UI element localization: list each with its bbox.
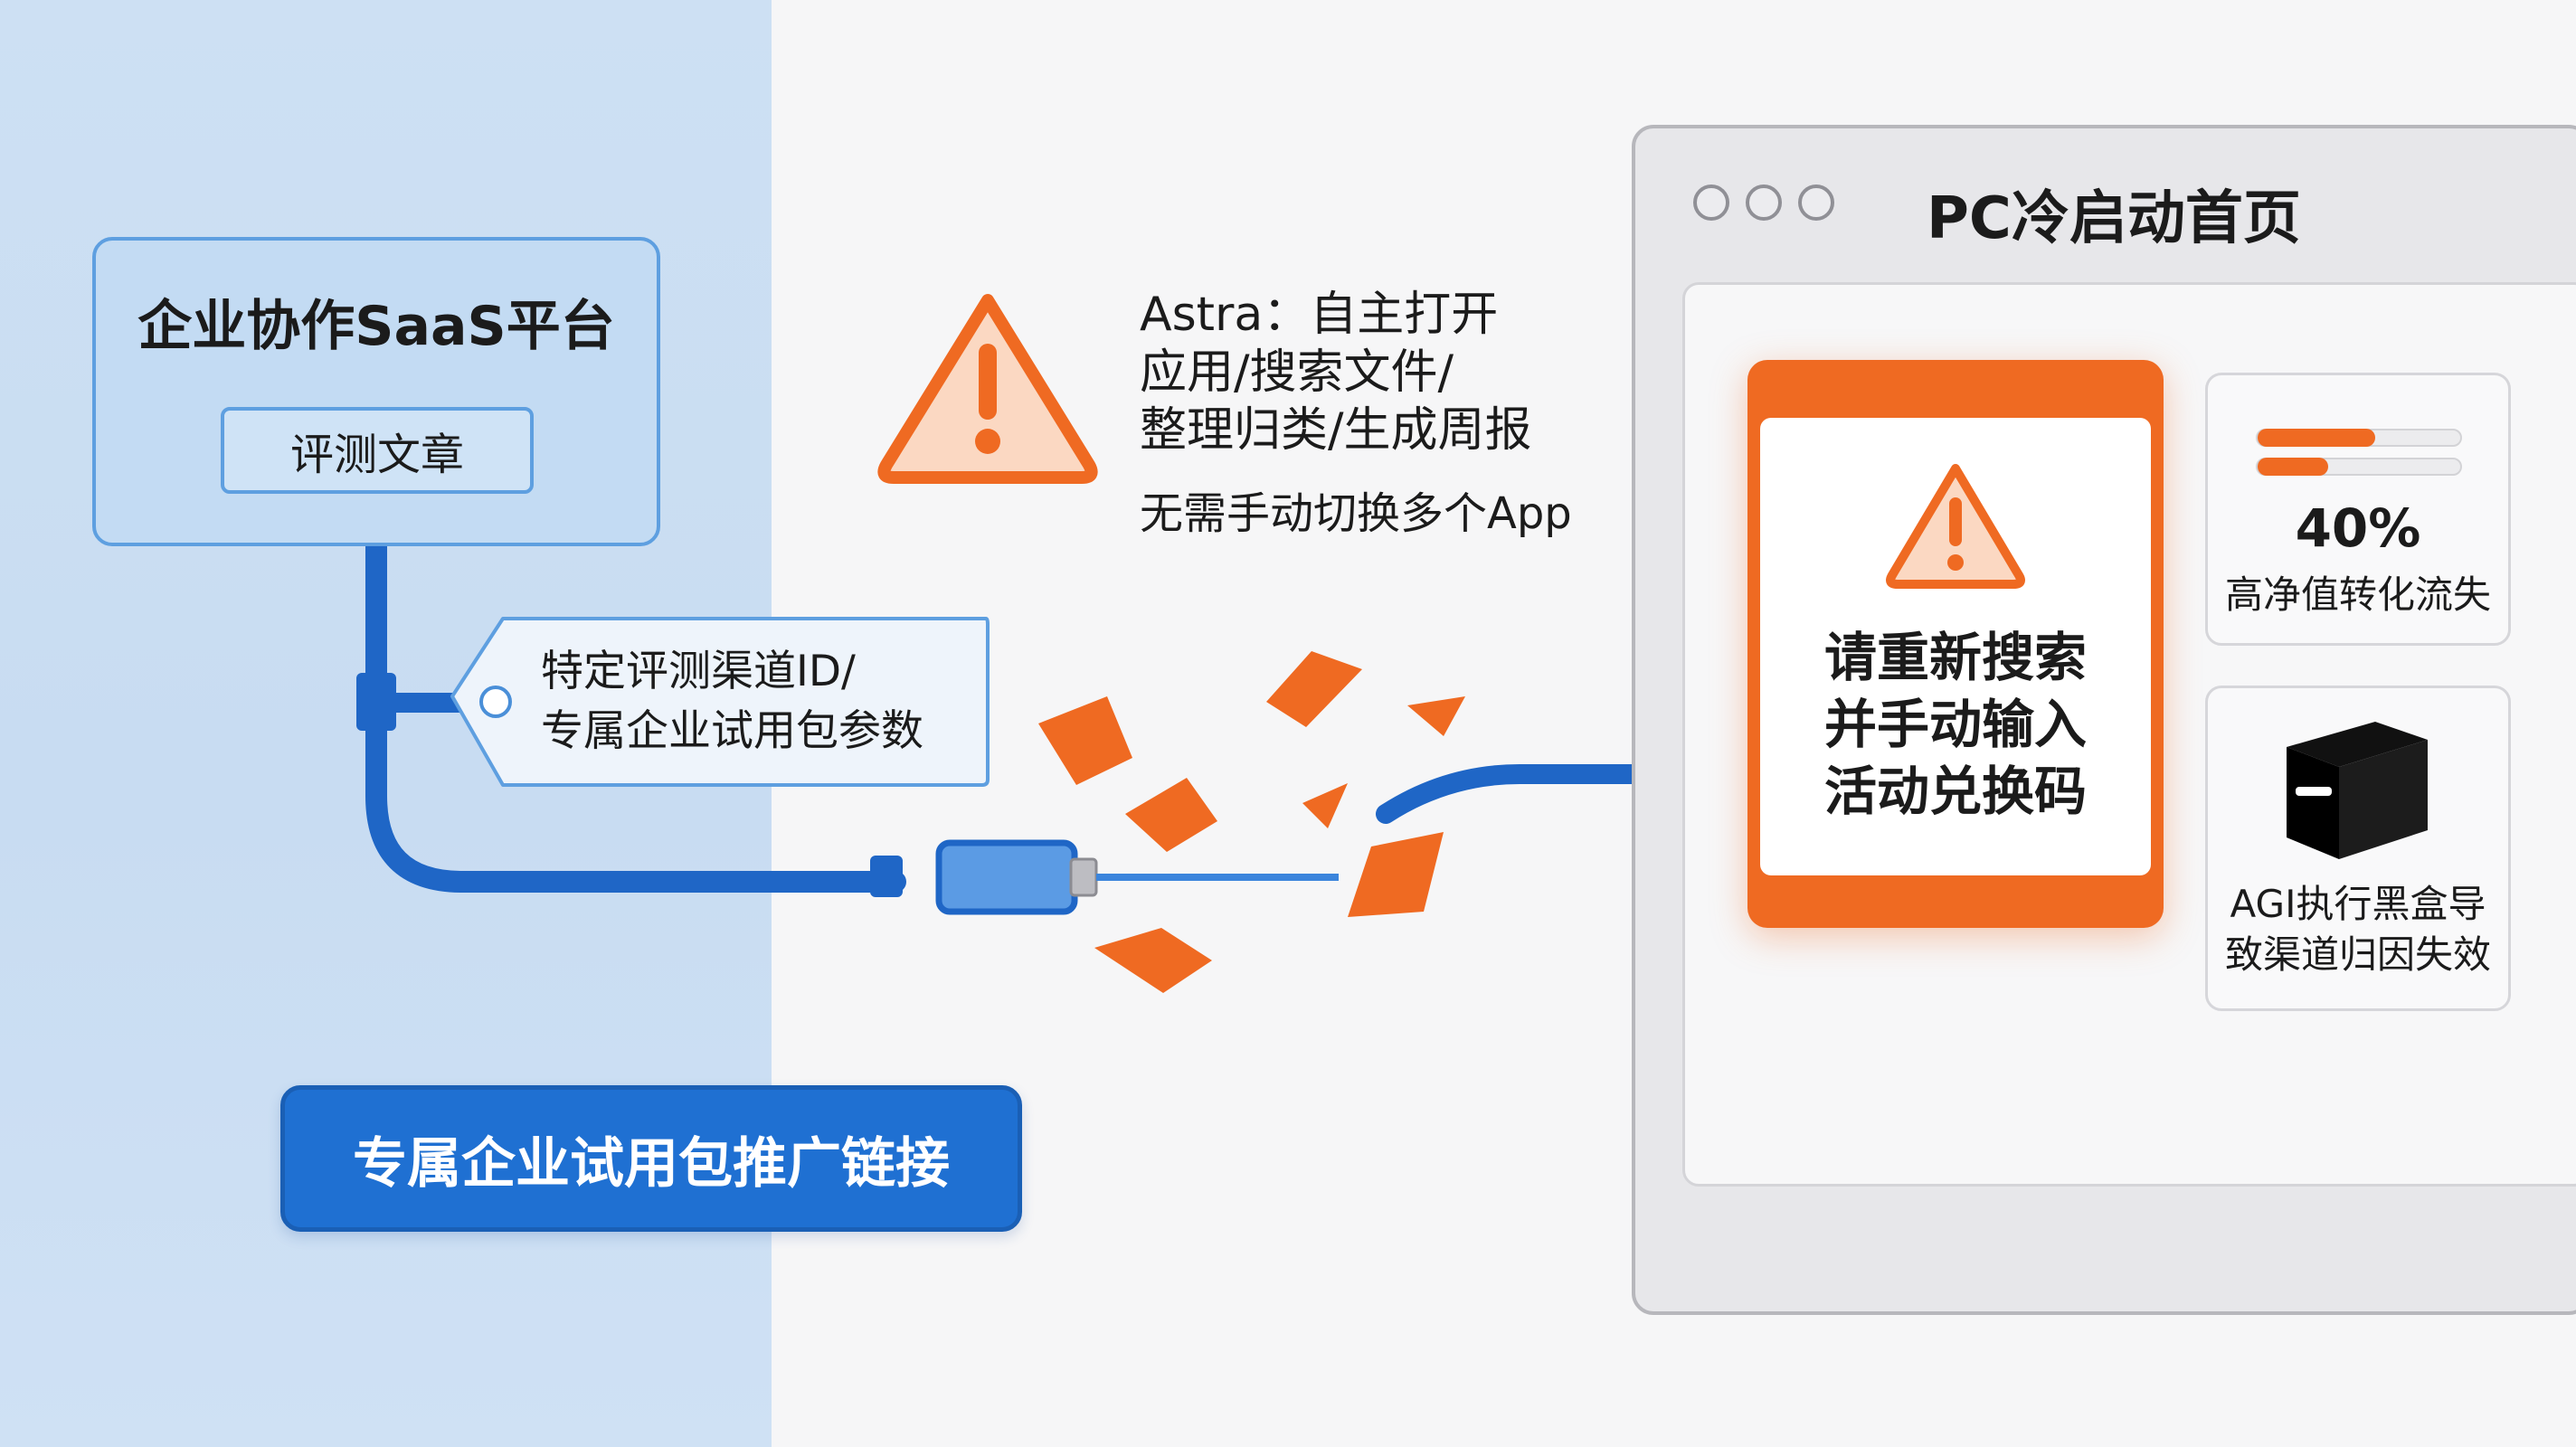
astra-line-2: 应用/搜索文件/ <box>1140 345 1454 400</box>
astra-description: Astra：自主打开 应用/搜索文件/ 整理归类/生成周报 <box>1140 286 1610 459</box>
cable-path-right <box>1376 764 1759 824</box>
warning-icon <box>877 294 1098 484</box>
window-dot-3[interactable] <box>1798 184 1834 221</box>
black-box-icon <box>2287 722 2428 859</box>
progress-bar-2-fill <box>2258 458 2329 476</box>
broken-fragments <box>1038 651 1465 993</box>
window-title: PC冷启动首页 <box>1927 185 2301 252</box>
window-dot-2[interactable] <box>1746 184 1782 221</box>
alert-line-1: 请重新搜索 <box>1823 627 2087 688</box>
tag-icon <box>450 617 990 787</box>
cable-ring <box>870 856 903 897</box>
channel-tag: 特定评测渠道ID/ 专属企业试用包参数 <box>541 642 993 761</box>
astra-line-1: Astra：自主打开 <box>1140 288 1499 342</box>
stat-value: 40% <box>2295 497 2421 559</box>
promo-link-button[interactable]: 专属企业试用包推广链接 <box>280 1085 1022 1232</box>
alert-line-2: 并手动输入 <box>1823 694 2087 755</box>
blackbox-line-1: AGI执行黑盒导 <box>2230 882 2486 926</box>
cable-path <box>365 535 906 893</box>
progress-bar-1-fill <box>2258 429 2375 447</box>
tag-line-2: 专属企业试用包参数 <box>541 706 923 756</box>
window-dot-1[interactable] <box>1693 184 1729 221</box>
tag-link <box>389 693 461 713</box>
alert-line-3: 活动兑换码 <box>1823 761 2087 822</box>
article-label[interactable]: 评测文章 <box>221 407 534 494</box>
platform-box <box>92 237 660 546</box>
stat-card <box>2205 373 2511 646</box>
cable-clip <box>356 673 396 731</box>
stat-label: 高净值转化流失 <box>2224 572 2491 617</box>
blackbox-label: AGI执行黑盒导 致渠道归因失效 <box>2207 879 2509 980</box>
astra-line-3: 整理归类/生成周报 <box>1140 403 1532 458</box>
tag-line-1: 特定评测渠道ID/ <box>541 647 856 696</box>
blackbox-line-2: 致渠道归因失效 <box>2224 932 2491 977</box>
platform-title: 企业协作SaaS平台 <box>137 295 615 358</box>
alert-message: 请重新搜索 并手动输入 活动兑换码 <box>1760 624 2151 825</box>
progress-bar-2 <box>2256 458 2462 476</box>
progress-bar-1 <box>2256 429 2462 447</box>
warning-icon <box>1886 464 2025 589</box>
tag-hole <box>479 686 512 718</box>
astra-subtitle: 无需手动切换多个App <box>1140 488 1572 539</box>
cable-plug-icon <box>935 839 1098 915</box>
